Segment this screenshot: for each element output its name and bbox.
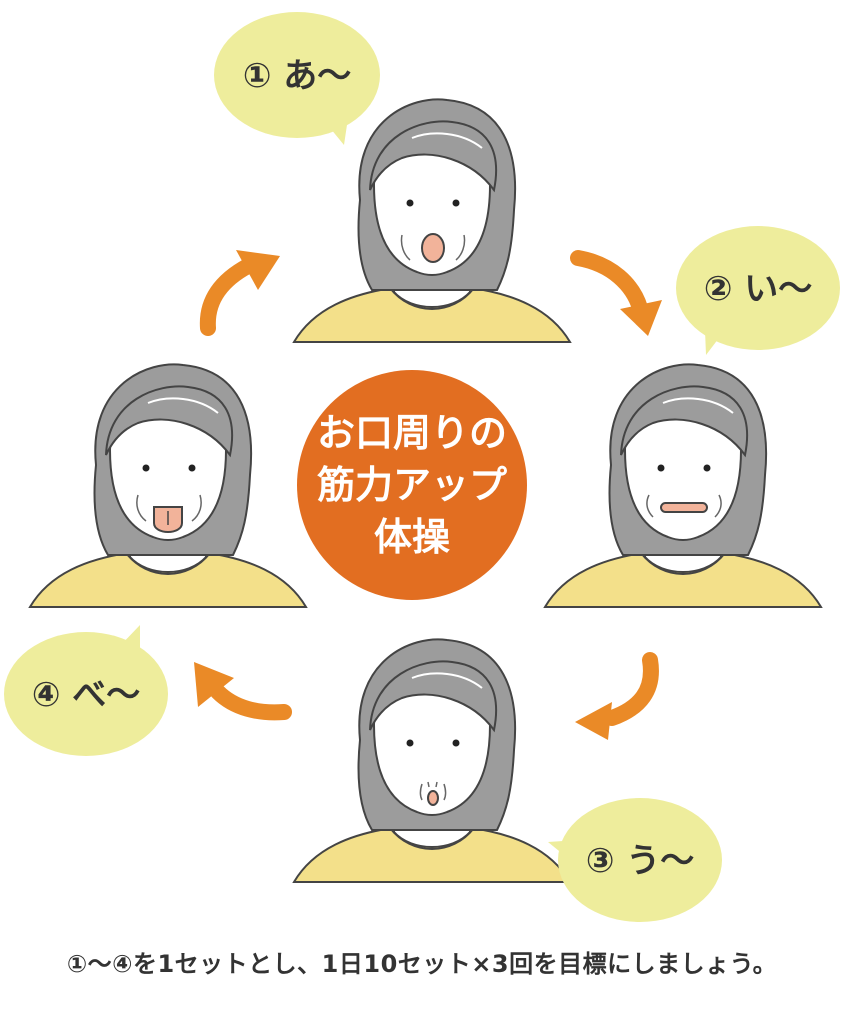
mouth-pucker — [427, 790, 439, 806]
face-step-4 — [28, 363, 308, 608]
hair-highlight — [411, 672, 483, 689]
hair-highlight — [662, 397, 734, 414]
right-eye — [452, 739, 460, 747]
left-eye — [406, 739, 414, 747]
cheek-lines — [646, 494, 722, 518]
face-step-3 — [292, 638, 572, 883]
bubble-label-1: ① あ～ — [243, 56, 352, 96]
left-eye — [142, 464, 150, 472]
right-eye — [188, 464, 196, 472]
right-eye — [703, 464, 711, 472]
collar — [640, 552, 726, 575]
bubble-label-2: ② い～ — [704, 269, 813, 309]
speech-bubble-1: ① あ～ — [214, 12, 380, 145]
hair-highlight — [411, 132, 483, 149]
instruction-caption: ①～④を1セットとし、1日10セット×3回を目標にしましょう。 — [66, 950, 778, 978]
cheek-lines — [400, 234, 466, 261]
center-title-line-2: 筋力アップ — [317, 463, 507, 507]
speech-bubble-4: ④ べ～ — [4, 625, 168, 756]
arrow-top-right — [570, 250, 662, 336]
right-eye — [452, 199, 460, 207]
bubble-label-4: ④ べ～ — [32, 675, 141, 715]
center-title-line-1: お口周りの — [317, 411, 507, 455]
arrow-top-left — [199, 250, 280, 336]
center-title-line-3: 体操 — [374, 515, 450, 559]
mouth-open — [421, 233, 445, 263]
mouth-wide — [660, 502, 708, 513]
bubble-label-3: ③ う～ — [586, 841, 695, 881]
arrow-bottom-right — [575, 652, 659, 740]
arrow-bottom-left — [194, 662, 292, 721]
collar — [389, 287, 475, 310]
collar — [389, 827, 475, 850]
collar — [125, 552, 211, 575]
center-title: お口周りの 筋力アップ 体操 — [297, 370, 527, 600]
cheek-lines — [136, 494, 202, 522]
speech-bubble-2: ② い～ — [676, 226, 840, 355]
pucker-lines — [419, 781, 447, 801]
speech-bubble-3: ③ う～ — [548, 798, 722, 922]
left-eye — [657, 464, 665, 472]
face-step-1 — [292, 98, 572, 343]
left-eye — [406, 199, 414, 207]
hair-highlight — [147, 397, 219, 414]
face-step-2 — [543, 363, 823, 608]
